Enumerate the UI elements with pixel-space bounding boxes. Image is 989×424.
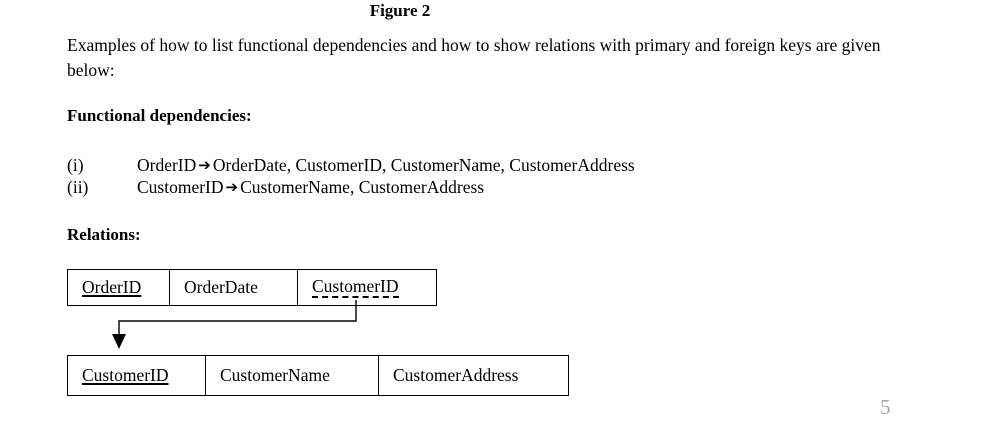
fd-determinant: CustomerID [137,177,224,197]
relation-cell-order-date: OrderDate [169,269,298,306]
fd-dependents: OrderDate, CustomerID, CustomerName, Cus… [212,155,635,175]
elbow-arrow-icon [112,300,357,349]
attribute-field: CustomerName [220,364,330,385]
fd-dependents: CustomerName, CustomerAddress [240,177,485,197]
functional-dependency-item: (i) OrderID➔OrderDate, CustomerID, Custom… [67,154,635,177]
relation-cell-customer-id-pk: CustomerID [67,355,206,396]
right-arrow-icon: ➔ [225,178,239,196]
attribute-field: CustomerAddress [393,364,519,385]
right-arrow-icon: ➔ [198,156,211,174]
relation-cell-order-id: OrderID [67,269,170,306]
relation-cell-customer-address: CustomerAddress [378,355,569,396]
fd-determinant: OrderID [137,155,197,175]
fd-item-label: (ii) [67,177,89,197]
primary-key-field: OrderID [82,276,142,297]
customers-relation-table: CustomerID CustomerName CustomerAddress [67,355,569,396]
table-row: CustomerID CustomerName CustomerAddress [67,355,569,396]
foreign-key-connector [105,300,375,355]
functional-dependencies-heading: Functional dependencies: [67,106,252,125]
attribute-field: OrderDate [184,276,258,297]
relation-cell-customer-id-fk: CustomerID [297,269,437,306]
page-number: 5 [880,395,891,419]
foreign-key-field: CustomerID [312,276,399,299]
functional-dependency-item: (ii) CustomerID➔CustomerName, CustomerAdd… [67,176,484,199]
table-row: OrderID OrderDate CustomerID [67,269,437,306]
figure-title: Figure 2 [369,1,431,20]
relation-cell-customer-name: CustomerName [205,355,379,396]
intro-paragraph: Examples of how to list functional depen… [67,35,881,80]
fd-item-label: (i) [67,155,84,175]
primary-key-field: CustomerID [82,364,169,385]
orders-relation-table: OrderID OrderDate CustomerID [67,269,437,306]
relations-heading: Relations: [67,225,141,244]
